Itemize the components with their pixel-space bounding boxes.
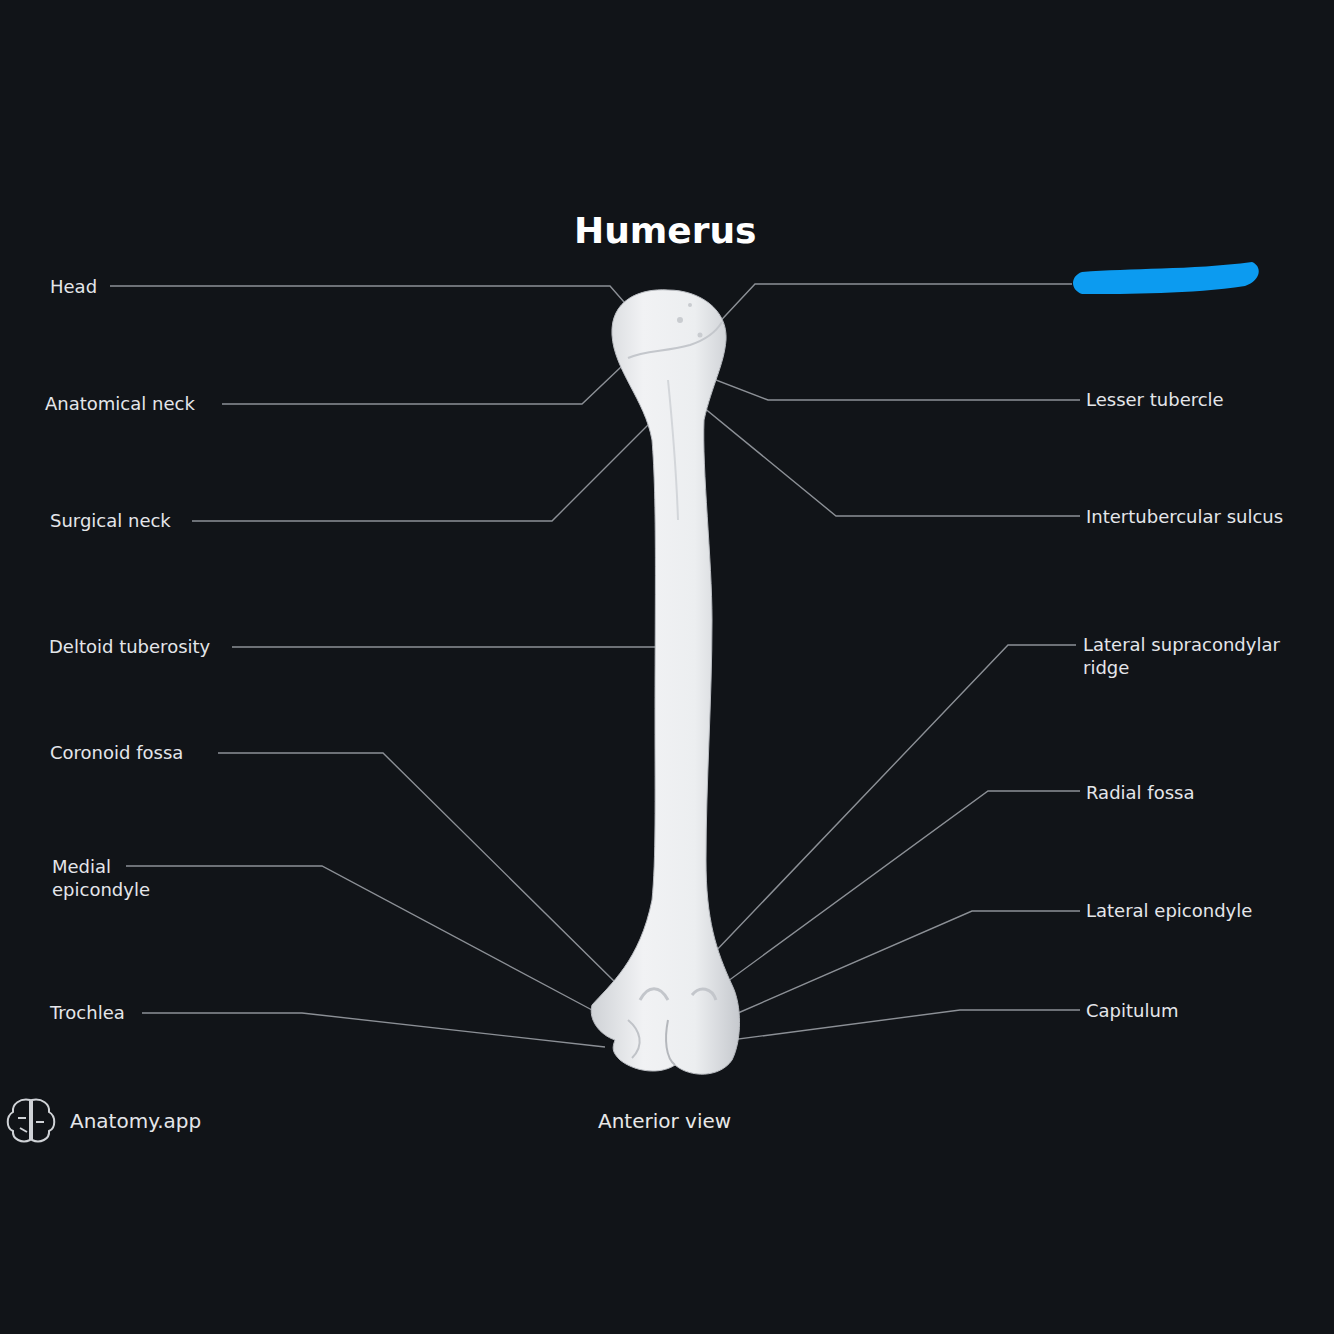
part-label: Head <box>50 275 110 298</box>
leader-lines <box>110 284 1080 1047</box>
part-label: Capitulum <box>1086 999 1286 1022</box>
part-label: Lateral supracondylar ridge <box>1083 633 1318 679</box>
part-label: Trochlea <box>50 1001 145 1024</box>
diagram-title: Humerus <box>574 210 757 251</box>
part-label: Medial epicondyle <box>52 855 127 901</box>
logo-icon <box>8 1100 55 1142</box>
part-label: Anatomical neck <box>45 392 225 415</box>
part-label: Intertubercular sulcus <box>1086 505 1326 528</box>
part-label: Lesser tubercle <box>1086 388 1286 411</box>
humerus-bone <box>591 290 739 1074</box>
marker-scribble <box>1073 262 1259 294</box>
part-label: Deltoid tuberosity <box>49 635 234 658</box>
part-label: Coronoid fossa <box>50 741 220 764</box>
brand-name: Anatomy.app <box>70 1110 270 1133</box>
part-label: Surgical neck <box>50 509 195 532</box>
diagram-caption: Anterior view <box>598 1109 731 1133</box>
part-label: Lateral epicondyle <box>1086 899 1306 922</box>
part-label: Radial fossa <box>1086 781 1286 804</box>
